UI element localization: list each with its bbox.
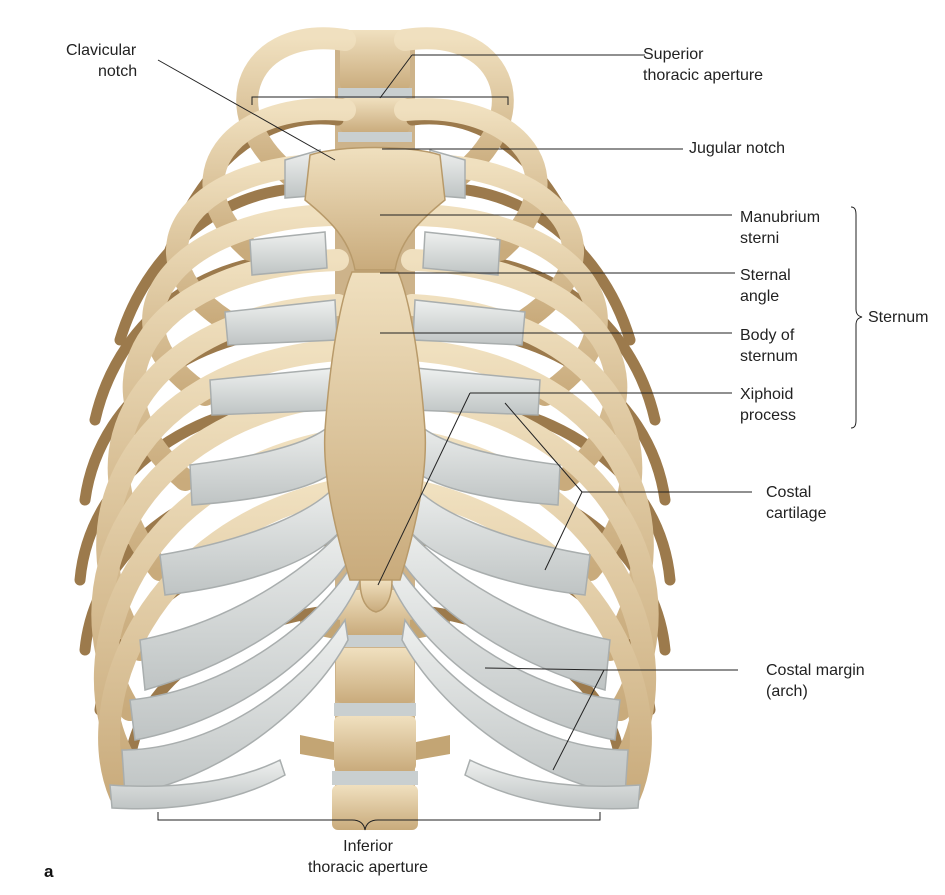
label-clavicular-notch: Clavicular notch [66, 42, 138, 80]
panel-letter: a [44, 862, 54, 881]
label-costal-margin: Costal margin (arch) [766, 662, 865, 700]
label-inferior-thoracic-aperture: Inferior thoracic aperture [308, 838, 429, 876]
costal-cartilages [109, 149, 641, 810]
sternum-bone [304, 146, 446, 613]
label-body-of-sternum: Body of sternum [740, 327, 798, 365]
leader-lines [157, 54, 863, 831]
label-jugular-notch: Jugular notch [689, 140, 786, 157]
label-sternal-angle: Sternal angle [740, 267, 791, 305]
label-costal-cartilage: Costal cartilage [766, 484, 827, 522]
label-superior-thoracic-aperture: Superior thoracic aperture [643, 46, 764, 84]
label-sternum: Sternum [868, 309, 929, 326]
label-xiphoid-process: Xiphoid process [740, 386, 797, 424]
label-manubrium-sterni: Manubrium sterni [740, 209, 821, 247]
